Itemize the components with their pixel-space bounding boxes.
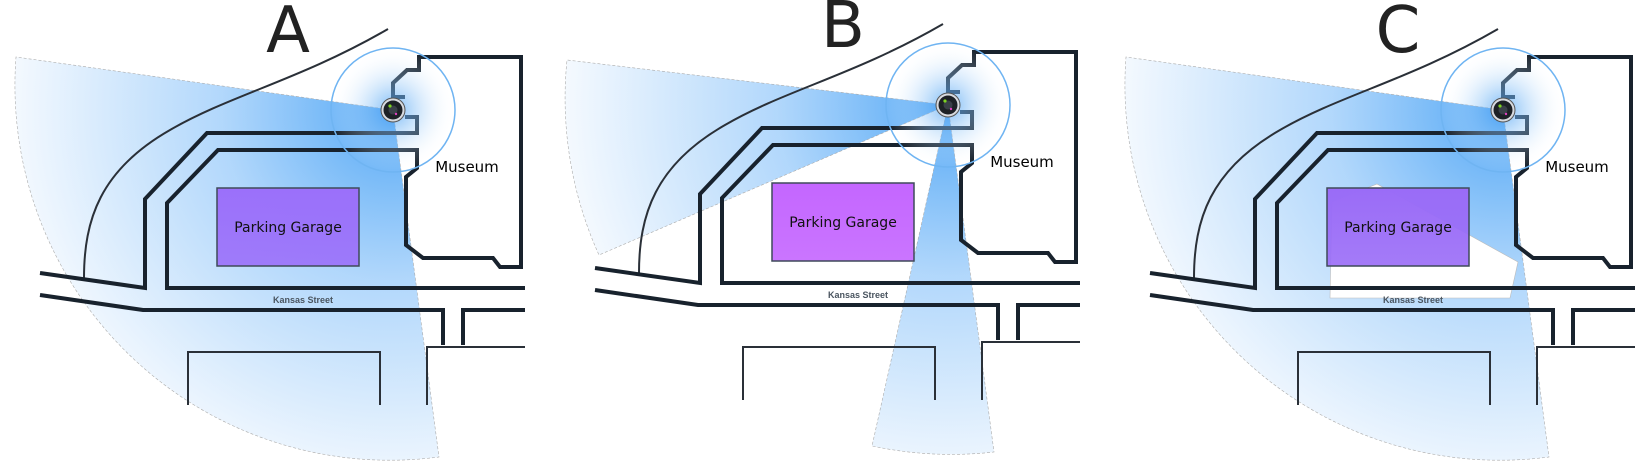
building-right — [981, 341, 1080, 400]
side-street — [1016, 303, 1080, 340]
panel-b: B Parking Garage Museum Kansas Street — [564, 0, 1080, 455]
curved-path — [1193, 28, 1499, 279]
museum-label: Museum — [990, 153, 1054, 171]
panel-label: C — [1376, 0, 1421, 68]
camera-icon — [1490, 97, 1516, 123]
coverage-wedge-narrow — [871, 104, 995, 455]
camera-icon — [380, 97, 406, 123]
museum-label: Museum — [1545, 158, 1609, 176]
panel-label: A — [266, 0, 310, 68]
street-label: Kansas Street — [828, 290, 888, 300]
street-label: Kansas Street — [273, 295, 333, 305]
building-bottom — [1297, 351, 1491, 405]
parking-garage — [216, 187, 360, 267]
street-label: Kansas Street — [1383, 295, 1443, 305]
kansas-street-lower — [594, 288, 1000, 340]
building-right — [426, 346, 525, 405]
parking-garage — [1326, 187, 1470, 267]
parking-garage-label: Parking Garage — [789, 215, 897, 231]
parking-garage-label: Parking Garage — [234, 220, 342, 236]
parking-garage — [771, 182, 915, 262]
side-street — [1571, 308, 1635, 345]
building-bottom — [742, 346, 936, 400]
museum-label: Museum — [435, 158, 499, 176]
parking-garage-label: Parking Garage — [1344, 220, 1452, 236]
building-right — [1536, 346, 1635, 405]
camera-icon — [935, 92, 961, 118]
kansas-street-lower — [39, 293, 445, 345]
curved-path — [83, 28, 389, 279]
side-street — [461, 308, 525, 345]
kansas-street-lower — [1149, 293, 1555, 345]
coverage-wedge-wide — [564, 59, 950, 256]
curved-path — [638, 23, 944, 274]
panel-a: A Parking Garage Museum Kansas Street — [14, 0, 525, 461]
panel-c: C Parking Garage Museum Kansas Street — [1124, 0, 1635, 461]
panel-label: B — [821, 0, 865, 63]
building-bottom — [187, 351, 381, 405]
